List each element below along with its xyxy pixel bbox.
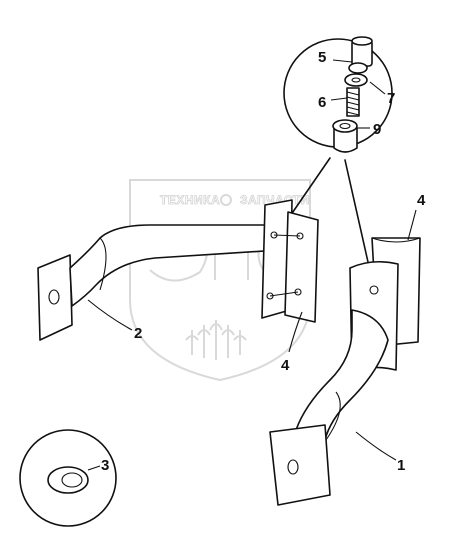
callout-6: 6 — [318, 94, 326, 111]
washer-part — [344, 62, 368, 87]
callout-5: 5 — [318, 49, 326, 66]
callout-1: 1 — [397, 457, 405, 474]
watermark-text-left: ТЕХНИКА — [160, 193, 220, 207]
bushing-part — [332, 119, 358, 153]
bolt-part — [346, 87, 360, 117]
callout-7: 7 — [387, 90, 395, 107]
handrail-bracket-right — [269, 237, 421, 506]
callout-4-right: 4 — [417, 192, 426, 209]
cap-nut-part — [351, 36, 373, 67]
detail-leader-left — [285, 157, 331, 223]
detail-circle: 5 6 7 9 — [283, 36, 395, 263]
callout-3: 3 — [101, 457, 109, 474]
handrail-bracket-left — [37, 199, 319, 341]
callout-9: 9 — [373, 121, 381, 138]
detail-circle-plug: 3 — [19, 429, 117, 527]
callouts-main: 2 4 4 1 — [87, 192, 426, 474]
detail-leader-right — [344, 159, 369, 263]
watermark-wheat — [185, 320, 247, 360]
callout-2: 2 — [134, 325, 142, 342]
callout-4-left: 4 — [281, 357, 290, 374]
